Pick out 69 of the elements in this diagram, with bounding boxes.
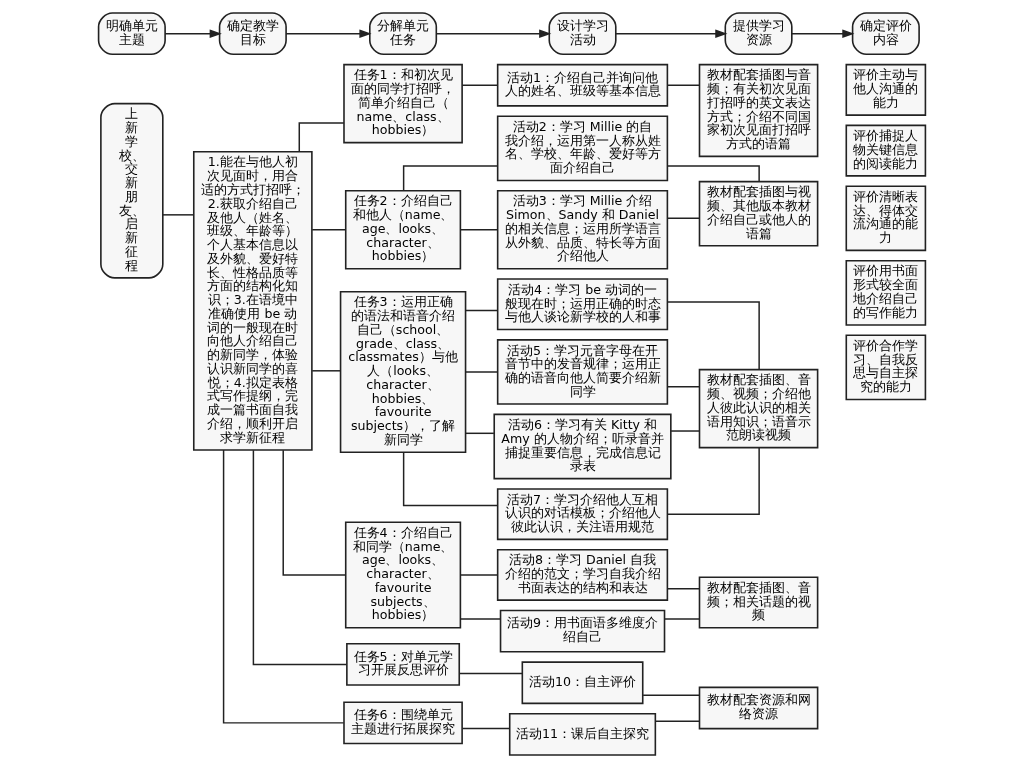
- node-box: 活动10：自主评价: [521, 661, 644, 705]
- node-box: 教材配套插图、音频、视频；介绍他人彼此认识的相关语用知识；语音示范朗读视频: [698, 368, 819, 449]
- connector: [666, 447, 760, 515]
- connector: [282, 449, 347, 576]
- connector: [666, 84, 700, 86]
- connector: [460, 618, 502, 620]
- node-box: 明确单元主题: [97, 12, 166, 56]
- connector: [402, 165, 499, 192]
- arrow: [164, 29, 222, 38]
- node-box: 活动9：用书面语多维度介绍自己: [499, 609, 666, 653]
- node-box: 活动3：学习 Millie 介绍 Simon、Sandy 和 Daniel 的相关信息；运用所学语言从外貌、品质、特长等方面介绍他人: [496, 189, 669, 270]
- connector: [311, 370, 341, 372]
- connector: [465, 432, 495, 435]
- connector: [465, 309, 499, 312]
- node-box: 确定评价内容: [851, 12, 920, 56]
- node-box: 提供学习资源: [724, 12, 793, 56]
- node-box: 任务5：对单元学习开展反思评价: [346, 642, 461, 686]
- node-box: 教材配套资源和网络资源: [698, 686, 819, 730]
- connector: [402, 451, 499, 507]
- node-box: 任务4：介绍自己和同学（name、age、looks、character、favourite subjects、hobbies）: [344, 521, 462, 629]
- connector: [666, 217, 700, 220]
- node-box: 活动11：课后自主探究: [508, 712, 657, 756]
- arrow: [791, 29, 855, 38]
- node-box: 评价清晰表达、得体交流沟通的能力: [845, 185, 927, 252]
- node-box: 设计学习活动: [548, 12, 617, 56]
- connector: [461, 84, 499, 86]
- node-box: 任务3：运用正确的语法和语音介绍自己（school、grade、class、classmates）与他人（looks、character、hobbies、favourite subjects），了解新同学: [339, 290, 467, 454]
- node-box: 活动1：介绍自己并询问他人的姓名、班级等基本信息: [496, 63, 669, 107]
- connector: [461, 727, 511, 730]
- node-box: 活动2：学习 Millie 的自我介绍，运用第一人称从姓名、学校、年龄、爱好等方面介绍自己: [496, 115, 669, 182]
- node-box: 活动7：学习介绍他人互相认识的对话模板；介绍他人彼此认识，关注语用规范: [496, 488, 669, 541]
- connector: [465, 371, 499, 373]
- node-box: 活动6：学习有关 Kitty 和 Amy 的人物介绍；听录音并捕捉重要信息，完成信息记录表: [493, 413, 672, 480]
- connector: [222, 449, 345, 724]
- connector: [670, 430, 701, 432]
- connector: [298, 122, 345, 153]
- arrow: [435, 29, 552, 38]
- connector: [460, 574, 499, 576]
- connector: [654, 720, 701, 722]
- node-box: 教材配套插图与音频；有关初次见面打招呼的英文表达方式；介绍不同国家初次见面打招呼方式的语篇: [698, 63, 819, 158]
- node-box: 教材配套插图、音频；相关话题的视频: [698, 576, 819, 629]
- node-box: 活动4：学习 be 动词的一般现在时；运用正确的时态与他人谈论新学校的人和事: [496, 278, 669, 331]
- node-box: 评价主动与他人沟通的能力: [845, 63, 927, 116]
- connector: [311, 229, 347, 231]
- node-box: 上新学校、交新朋友、启新征程: [100, 102, 164, 279]
- connector: [666, 386, 700, 388]
- connector: [252, 449, 348, 666]
- arrow: [285, 29, 372, 38]
- arrow: [615, 29, 728, 38]
- node-box: 任务6：围绕单元主题进行拓展探究: [343, 701, 463, 745]
- connector: [458, 672, 523, 675]
- node-box: 活动5：学习元音字母在开音节中的发音规律；运用正确的语音向他人简要介绍新同学: [496, 339, 669, 405]
- connector: [666, 587, 700, 590]
- connector: [666, 165, 760, 182]
- connector: [162, 214, 195, 216]
- node-box: 评价合作学习、自我反思与自主探究的能力: [845, 334, 927, 401]
- node-box: 确定教学目标: [218, 12, 287, 56]
- connector: [666, 301, 760, 371]
- node-box: 评价用书面形式较全面地介绍自己的写作能力: [845, 259, 927, 326]
- node-box: 评价捕捉人物关键信息的阅读能力: [845, 124, 927, 177]
- node-box: 分解单元任务: [369, 12, 438, 56]
- node-box: 任务2：介绍自己和他人（name、age、looks、character、hobbies）: [344, 189, 462, 270]
- node-box: 1.能在与他人初次见面时，用合适的方式打招呼；2.获取介绍自己及他人（姓名、班级、年龄等）个人基本信息以及外貌、爱好特长、性格品质等方面的结构化知识；3.在语境中准确使用 be 动词的一般现在时向他人介绍自己的新同学，体验认识新同学的喜悦；4.拟定表格式写作提纲，完成一篇书面自我介绍，顺利开启求学新征程: [192, 150, 313, 451]
- node-box: 任务1：和初次见面的同学打招呼，简单介绍自己（name、class、hobbies）: [343, 63, 463, 144]
- connector: [664, 618, 701, 620]
- connector: [460, 229, 499, 231]
- connector: [642, 694, 701, 697]
- node-box: 活动8：学习 Daniel 自我介绍的范文；学习自我介绍书面表达的结构和表达: [496, 548, 669, 601]
- node-box: 教材配套插图与视频、其他版本教材介绍自己或他人的语篇: [698, 180, 819, 247]
